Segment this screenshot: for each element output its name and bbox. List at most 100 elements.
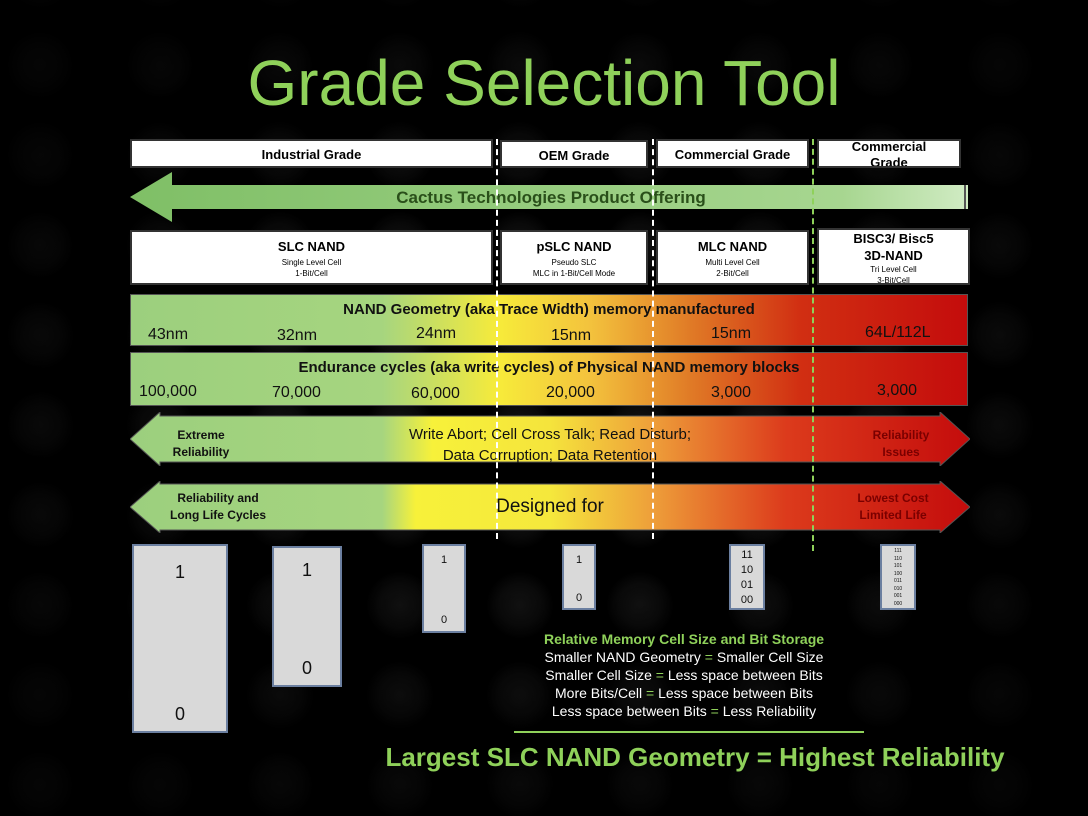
endurance-band: Endurance cycles (aka write cycles) of P… [130,352,968,406]
info-underline [514,731,864,733]
cell-bit: 0 [440,614,448,626]
geometry-value: 32nm [277,327,318,344]
info-term: Less space between Bits [658,685,813,701]
memory-cell: 1 0 [272,546,342,687]
info-term: Smaller NAND Geometry [544,649,701,665]
nand-mlc: MLC NAND Multi Level Cell 2-Bit/Cell [656,230,809,285]
page-title: Grade Selection Tool [247,47,841,119]
memory-cell: 1 0 [422,544,466,633]
cell-bit: 0 [575,592,583,604]
nand-slc-line1: Single Level Cell [281,258,342,267]
grade-commercial-3d-line2: Grade [870,155,908,168]
reliability-center-line2: Data Corruption; Data Retention [442,447,658,464]
grade-oem-label: OEM Grade [538,148,610,163]
separator-line [652,139,654,539]
endurance-value: 70,000 [272,384,321,401]
cell-bit: 111 [894,548,902,554]
memory-cell: 1 0 [132,544,228,733]
info-equals: = [700,649,717,665]
info-equals: = [706,703,723,719]
product-offering-label: Cactus Technologies Product Offering [396,188,706,207]
info-term: Less space between Bits [551,703,707,719]
info-heading: Relative Memory Cell Size and Bit Storag… [543,631,825,647]
grade-industrial: Industrial Grade [130,139,493,168]
endurance-value: 3,000 [877,382,918,399]
nand-mlc-name: MLC NAND [697,239,768,254]
endurance-value: 100,000 [139,383,197,400]
grade-industrial-label: Industrial Grade [261,147,362,162]
nand-3d-line2: 3-Bit/Cell [877,276,910,285]
cell-bit: 1 [301,560,312,580]
endurance-value: 3,000 [711,384,752,401]
nand-3d-name1: BISC3/ Bisc5 [853,231,934,246]
design-left-line2: Long Life Cycles [169,508,267,522]
nand-mlc-line1: Multi Level Cell [705,258,760,267]
endurance-value: 20,000 [546,384,595,401]
info-term: Smaller Cell Size [545,667,652,683]
design-right-line1: Lowest Cost [857,491,929,505]
geometry-value: 15nm [711,325,752,342]
geometry-title: NAND Geometry (aka Trace Width) memory m… [343,301,755,318]
cell-bit: 000 [893,600,903,607]
info-term: Less space between Bits [667,667,823,683]
memory-cell: 11 10 01 00 [729,544,765,610]
memory-cell: 1 0 [562,544,596,610]
nand-slc-name: SLC NAND [277,239,346,254]
design-right-line2: Limited Life [859,508,927,522]
geometry-value: 43nm [148,326,189,343]
nand-mlc-line2: 2-Bit/Cell [716,269,749,278]
info-block: Relative Memory Cell Size and Bit Storag… [500,630,868,720]
nand-pslc-name: pSLC NAND [536,239,612,254]
product-offering-arrow [130,172,968,222]
cell-bit: 101 [893,563,903,569]
cell-bit: 0 [301,658,312,678]
nand-pslc-line2: MLC in 1-Bit/Cell Mode [532,269,616,278]
cell-bit: 1 [575,554,583,566]
separator-line [496,139,498,539]
cell-bit: 010 [893,585,903,592]
nand-pslc-line1: Pseudo SLC [551,258,597,267]
nand-slc: SLC NAND Single Level Cell 1-Bit/Cell [130,230,493,285]
cell-bit: 100 [893,570,903,577]
cell-bit: 01 [740,579,754,591]
nand-3d-line1: Tri Level Cell [870,265,917,274]
cell-bit: 1 [440,554,448,566]
grade-commercial-3d-line1: Commercial [851,139,927,154]
grade-oem: OEM Grade [500,140,648,168]
geometry-value: 24nm [416,325,457,342]
design-left-line1: Reliability and [177,491,259,505]
cell-bit: 011 [894,578,902,584]
info-term: Smaller Cell Size [716,649,824,665]
cell-bit: 001 [893,593,903,599]
design-arrow [130,481,970,533]
reliability-right-line2: Issues [882,445,920,459]
info-equals: = [642,685,659,701]
nand-3d-name2: 3D-NAND [864,248,923,263]
grade-commercial-3d: Commercial Grade [817,139,961,168]
conclusion-text: Largest SLC NAND Geometry = Highest Reli… [385,742,1005,772]
info-equals: = [651,667,668,683]
cell-bit: 1 [174,562,185,582]
grade-commercial: Commercial Grade [656,139,809,168]
reliability-right-line1: Reliability [872,428,930,442]
reliability-center-line1: Write Abort; Cell Cross Talk; Read Distu… [408,426,692,443]
geometry-value: 15nm [551,327,592,344]
separator-line [812,139,814,551]
cell-bit: 10 [740,564,754,576]
grade-commercial-label: Commercial Grade [674,147,791,162]
info-term: More Bits/Cell [555,685,643,701]
memory-cell: 111 110 101 100 011 010 001 000 [880,544,916,610]
reliability-left-line1: Extreme [177,428,225,442]
reliability-arrow [130,412,970,466]
endurance-title: Endurance cycles (aka write cycles) of P… [298,359,800,376]
reliability-left-line2: Reliability [172,445,230,459]
info-term: Less Reliability [722,703,817,719]
geometry-band: NAND Geometry (aka Trace Width) memory m… [130,294,968,346]
design-center: Designed for [496,496,604,517]
nand-slc-line2: 1-Bit/Cell [295,269,328,278]
cell-bit: 11 [741,549,753,561]
geometry-value: 64L/112L [865,324,931,341]
cell-bit: 0 [174,704,185,724]
cell-bit: 110 [894,555,902,562]
cell-bit: 00 [740,594,754,606]
